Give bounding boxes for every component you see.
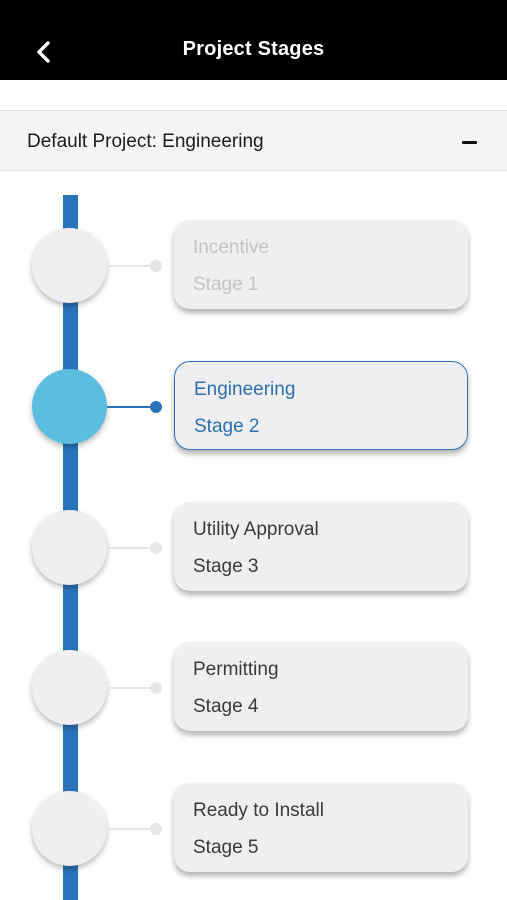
stage-item-2: Engineering Stage 2: [0, 357, 507, 457]
stage-connector-2: [107, 406, 157, 408]
stage-item-1: Incentive Stage 1: [0, 216, 507, 316]
stage-node-1: [32, 228, 107, 303]
stage-card-engineering[interactable]: Engineering Stage 2: [174, 361, 468, 450]
stages-timeline: Incentive Stage 1 Engineering Stage 2 Ut…: [0, 171, 507, 900]
page-title: Project Stages: [182, 38, 325, 60]
stage-dot-3: [150, 542, 162, 554]
minus-icon: [461, 140, 477, 144]
collapse-button[interactable]: [455, 129, 483, 155]
stage-name: Utility Approval: [193, 519, 319, 540]
stage-dot-5: [150, 823, 162, 835]
project-section-header[interactable]: Default Project: Engineering: [0, 110, 507, 171]
stage-item-4: Permitting Stage 4: [0, 638, 507, 738]
stage-node-4: [32, 650, 107, 725]
stage-connector-5: [107, 828, 157, 830]
stage-number: Stage 3: [193, 556, 259, 577]
stage-dot-4: [150, 682, 162, 694]
stage-card-ready-to-install[interactable]: Ready to Install Stage 5: [174, 783, 468, 872]
back-button[interactable]: [28, 34, 60, 70]
stage-dot-1: [150, 260, 162, 272]
stage-name: Engineering: [194, 379, 296, 400]
stage-node-5: [32, 791, 107, 866]
stage-number: Stage 2: [194, 416, 260, 437]
stage-connector-3: [107, 547, 157, 549]
stage-card-permitting[interactable]: Permitting Stage 4: [174, 642, 468, 731]
stage-node-3: [32, 510, 107, 585]
header-spacer: [0, 80, 507, 110]
chevron-left-icon: [37, 41, 50, 63]
stage-connector-4: [107, 687, 157, 689]
stage-name: Ready to Install: [193, 800, 324, 821]
stage-connector-1: [107, 265, 157, 267]
stage-dot-2: [150, 401, 162, 413]
top-bar: Project Stages: [0, 0, 507, 80]
stage-item-5: Ready to Install Stage 5: [0, 779, 507, 879]
stage-card-utility-approval[interactable]: Utility Approval Stage 3: [174, 502, 468, 591]
project-section-title: Default Project: Engineering: [27, 131, 264, 152]
stage-item-3: Utility Approval Stage 3: [0, 498, 507, 598]
stage-name: Permitting: [193, 659, 279, 680]
stage-card-incentive[interactable]: Incentive Stage 1: [174, 220, 468, 309]
stage-number: Stage 1: [193, 274, 259, 295]
stage-number: Stage 5: [193, 837, 259, 858]
stage-node-2: [32, 369, 107, 444]
stage-name: Incentive: [193, 237, 270, 258]
stage-number: Stage 4: [193, 696, 259, 717]
